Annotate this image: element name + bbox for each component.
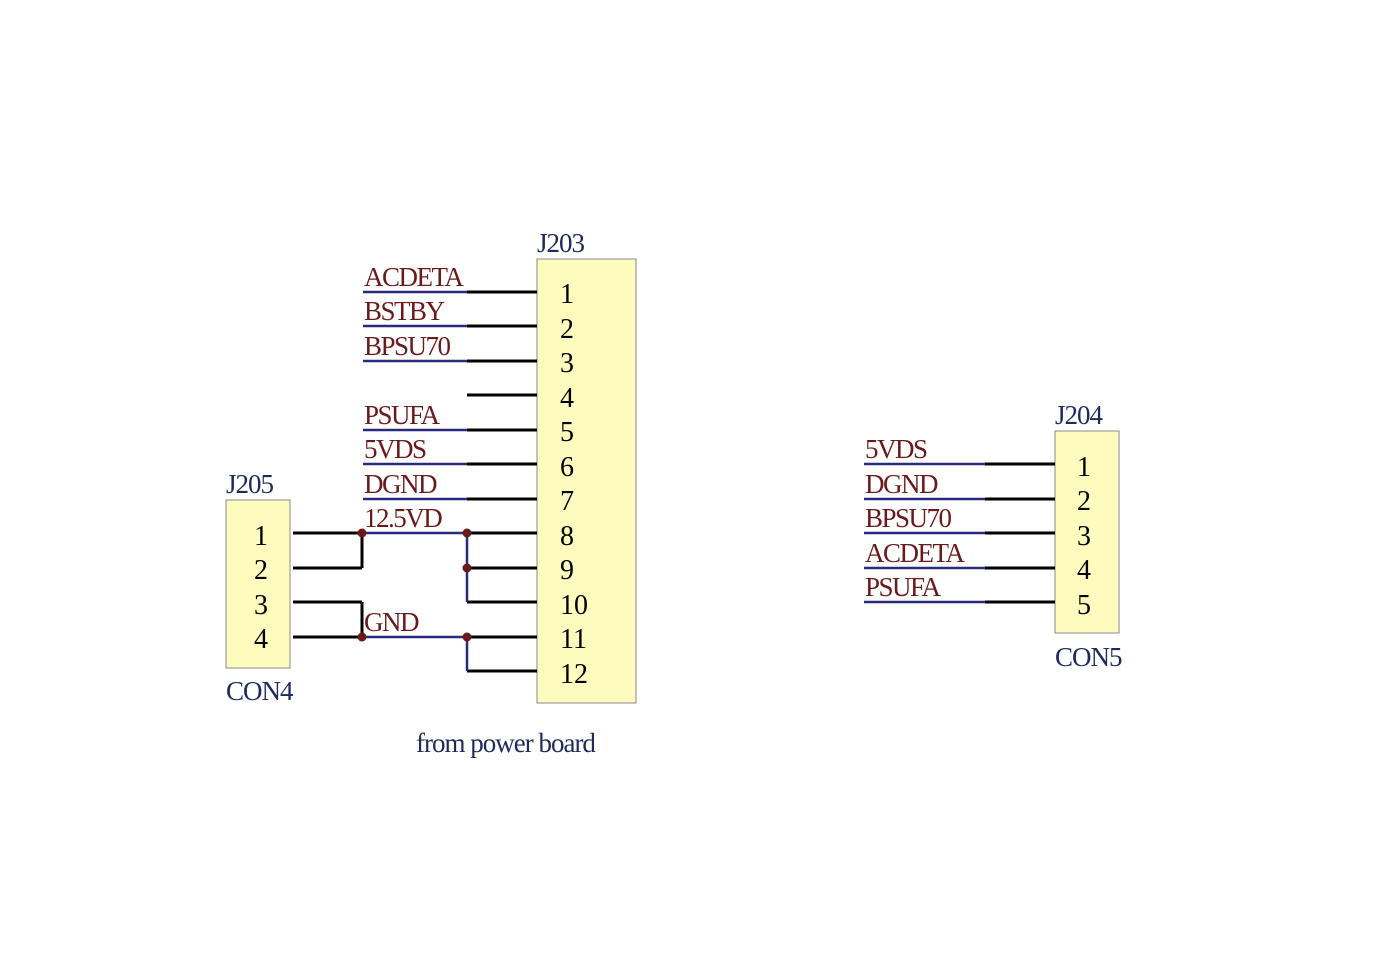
connector-j203: J203 1 2 3 4 5 6 7 8 9 10 11 12 AC <box>363 228 637 758</box>
j204-pin-2: 2 <box>1077 486 1091 517</box>
j203-pin-8: 8 <box>560 521 574 552</box>
junction-dot-12-5vd-pin9 <box>462 563 472 573</box>
net-label-bstby: BSTBY <box>364 296 445 326</box>
j204-net-label-5vds: 5VDS <box>865 434 927 464</box>
net-label-gnd: GND <box>364 607 419 637</box>
junction-dot-12-5vd-left <box>357 528 367 538</box>
j205-value: CON4 <box>226 676 294 706</box>
j203-pin-9: 9 <box>560 555 574 586</box>
power-wiring <box>357 528 472 671</box>
net-label-dgnd: DGND <box>364 469 437 499</box>
j204-net-label-dgnd: DGND <box>865 469 938 499</box>
j205-ref: J205 <box>226 469 274 499</box>
j203-pin-3: 3 <box>560 348 574 379</box>
junction-dot-gnd-pin11 <box>462 632 472 642</box>
j204-net-label-acdeta: ACDETA <box>865 538 965 568</box>
j204-pin-5: 5 <box>1077 590 1091 621</box>
j204-net-label-bpsu70: BPSU70 <box>865 503 952 533</box>
j205-pin-3: 3 <box>254 590 268 621</box>
j203-pin-12: 12 <box>560 659 588 690</box>
net-label-psufa: PSUFA <box>364 400 441 430</box>
j203-pin-1: 1 <box>560 279 574 310</box>
j204-value: CON5 <box>1055 642 1122 672</box>
j203-pin-2: 2 <box>560 314 574 345</box>
j203-pin-4: 4 <box>560 383 574 414</box>
net-label-acdeta: ACDETA <box>364 262 464 292</box>
j203-pin-6: 6 <box>560 452 574 483</box>
j204-body <box>1054 430 1120 634</box>
j205-pin-2: 2 <box>254 555 268 586</box>
j204-pin-3: 3 <box>1077 521 1091 552</box>
j203-note: from power board <box>416 728 596 758</box>
connector-j205: J205 CON4 1 2 3 4 <box>225 469 362 706</box>
junction-dot-gnd-left <box>357 632 367 642</box>
j203-pin-10: 10 <box>560 590 588 621</box>
j203-body <box>536 258 637 704</box>
net-label-bpsu70: BPSU70 <box>364 331 451 361</box>
j203-pin-7: 7 <box>560 486 574 517</box>
net-label-5vds: 5VDS <box>364 434 426 464</box>
j203-pin-11: 11 <box>560 624 587 655</box>
j204-net-label-psufa: PSUFA <box>865 572 942 602</box>
net-label-12-5vd: 12.5VD <box>364 503 442 533</box>
j205-body <box>225 499 291 669</box>
j205-pin-4: 4 <box>254 624 268 655</box>
j205-pin-1: 1 <box>254 521 268 552</box>
j204-ref: J204 <box>1055 400 1104 430</box>
connector-j204: J204 CON5 1 2 3 4 5 5VDS DGND BPSU70 ACD… <box>864 400 1123 672</box>
j203-ref: J203 <box>537 228 585 258</box>
j204-pin-1: 1 <box>1077 452 1091 483</box>
j204-pin-4: 4 <box>1077 555 1091 586</box>
junction-dot-12-5vd-pin8 <box>462 528 472 538</box>
j203-pin-5: 5 <box>560 417 574 448</box>
